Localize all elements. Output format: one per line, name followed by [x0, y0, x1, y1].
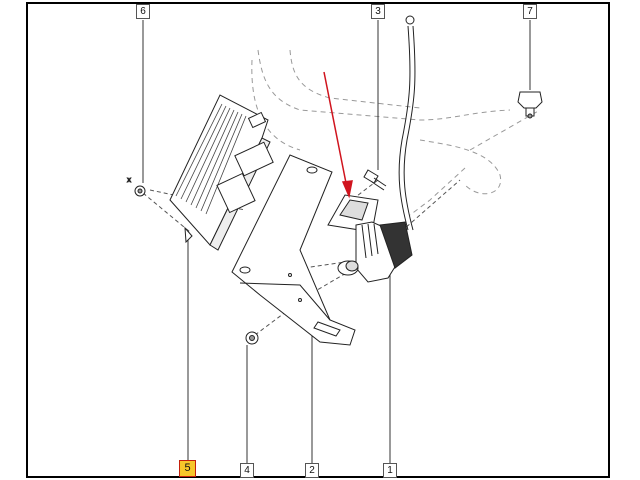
callout-part-4[interactable]: 4 — [240, 463, 254, 478]
connector-harness — [327, 194, 413, 283]
callout-part-5-selected[interactable]: 5 — [179, 460, 196, 477]
nut-4 — [245, 331, 259, 345]
callout-part-6[interactable]: 6 — [136, 4, 150, 19]
bolt-3 — [363, 169, 387, 191]
svg-text:x: x — [127, 176, 131, 184]
pointer-arrow — [323, 71, 353, 199]
ecu-module — [169, 94, 274, 251]
ecu-cooling-fins — [175, 103, 247, 215]
ground-cable — [398, 15, 416, 231]
leader-lines — [142, 20, 531, 463]
callout-part-3[interactable]: 3 — [371, 4, 385, 19]
callout-part-7[interactable]: 7 — [523, 4, 537, 19]
nut-6: x — [127, 176, 146, 197]
mounting-bracket — [231, 154, 356, 346]
clip-7 — [517, 91, 543, 119]
callout-part-2[interactable]: 2 — [305, 463, 319, 478]
callout-part-1[interactable]: 1 — [383, 463, 397, 478]
